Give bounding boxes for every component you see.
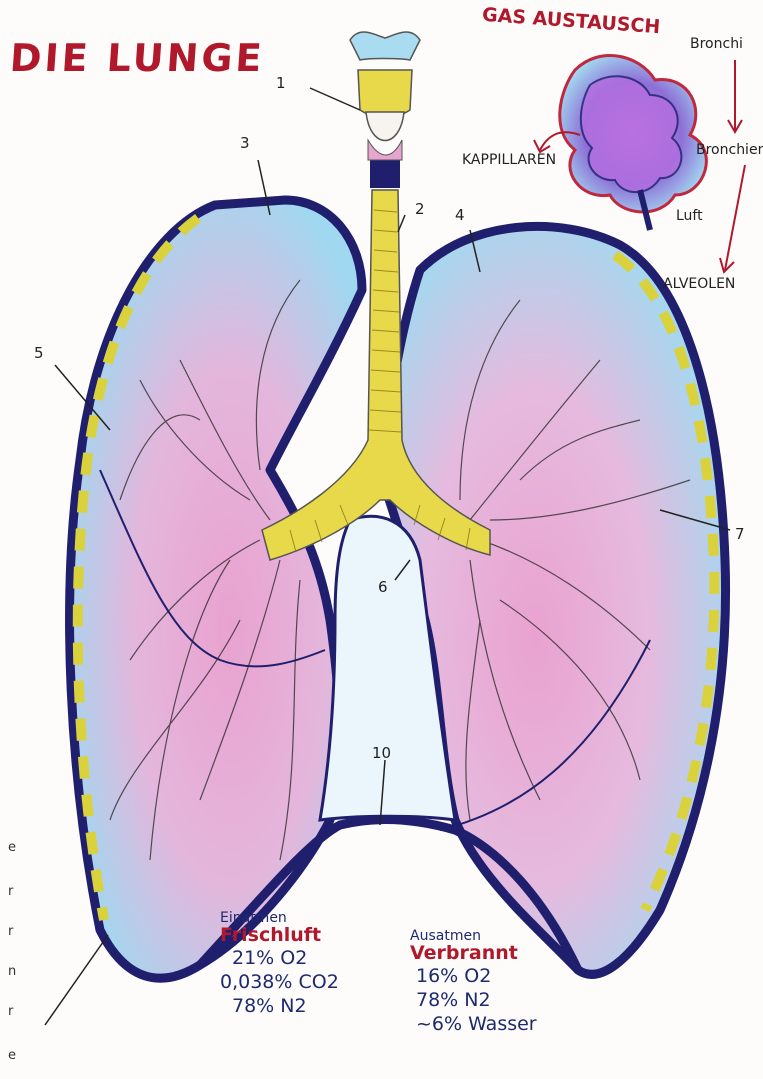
- exhale-line: ~6% Wasser: [410, 1012, 537, 1036]
- exhale-column: Ausatmen Verbrannt 16% O2 78% N2 ~6% Was…: [410, 928, 537, 1036]
- inhale-line: 0,038% CO2: [220, 970, 339, 994]
- gas-label-bronchien: Bronchien: [696, 142, 763, 158]
- right-lung-body: [380, 226, 726, 974]
- left-lung-body: [70, 200, 362, 978]
- exhale-line: 78% N2: [410, 988, 537, 1012]
- larynx: [350, 32, 420, 160]
- gas-label-luft: Luft: [676, 208, 703, 224]
- label-5: 5: [34, 344, 44, 362]
- trachea-band: [370, 160, 400, 188]
- edge-fragment: e: [8, 840, 16, 855]
- left-lung: [70, 200, 362, 978]
- edge-fragment: r: [8, 884, 13, 899]
- inhale-line: 21% O2: [220, 946, 339, 970]
- gas-label-kapillaren: KAPPILLAREN: [462, 152, 556, 168]
- label-3: 3: [240, 134, 250, 152]
- edge-fragment: e: [8, 1048, 16, 1063]
- page-title: DIE LUNGE: [8, 36, 266, 80]
- label-7: 7: [735, 525, 745, 543]
- inhale-column: Einatmen Frischluft 21% O2 0,038% CO2 78…: [220, 910, 339, 1018]
- edge-fragment: r: [8, 924, 13, 939]
- gas-label-alveolen: ALVEOLEN: [663, 276, 735, 292]
- exhale-line: 16% O2: [410, 964, 537, 988]
- label-1: 1: [276, 74, 286, 92]
- label-2: 2: [415, 200, 425, 218]
- right-lung: [380, 226, 726, 974]
- gas-label-bronchi: Bronchi: [690, 36, 743, 52]
- edge-fragment: n: [8, 964, 16, 979]
- inhale-line: 78% N2: [220, 994, 339, 1018]
- exhale-label: Verbrannt: [410, 942, 537, 964]
- label-6: 6: [378, 578, 388, 596]
- label-10: 10: [372, 744, 391, 762]
- inhale-label: Frischluft: [220, 924, 339, 946]
- label-4: 4: [455, 206, 465, 224]
- edge-fragment: r: [8, 1004, 13, 1019]
